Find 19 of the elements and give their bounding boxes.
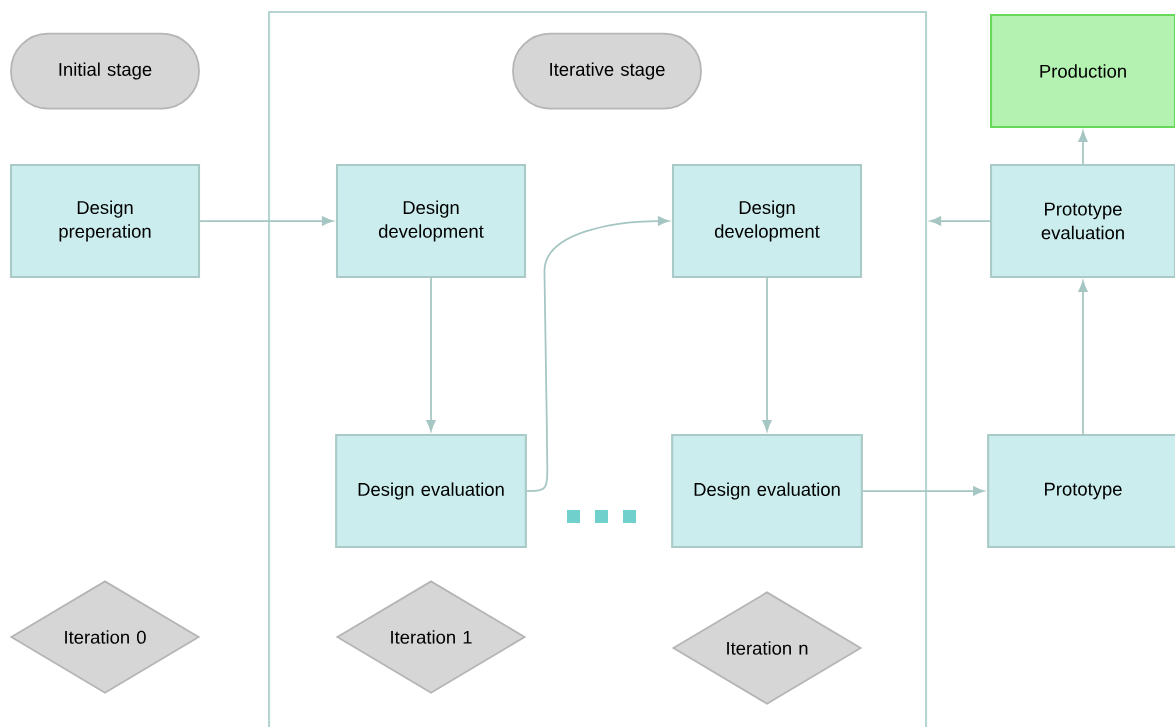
arrow [762, 277, 772, 432]
arrow [199, 216, 334, 226]
stage-pill: Initial stage [10, 32, 200, 110]
process-box: Prototype [987, 433, 1175, 549]
process-box: Design development [335, 163, 527, 279]
process-box: Design evaluation [335, 433, 527, 549]
process-box: Design preperation [9, 163, 201, 279]
stage-frame [268, 11, 928, 727]
process-box: Design development [671, 163, 863, 279]
arrow [1078, 280, 1088, 435]
arrow [426, 277, 436, 432]
arrow [862, 486, 985, 496]
arrow [526, 216, 670, 492]
arrow [1078, 130, 1088, 165]
process-box: Design evaluation [671, 433, 863, 549]
process-box: Prototype evaluation [989, 163, 1175, 279]
stage-pill: Iterative stage [512, 32, 702, 110]
process-box: Production [989, 13, 1175, 129]
arrow [929, 216, 991, 226]
